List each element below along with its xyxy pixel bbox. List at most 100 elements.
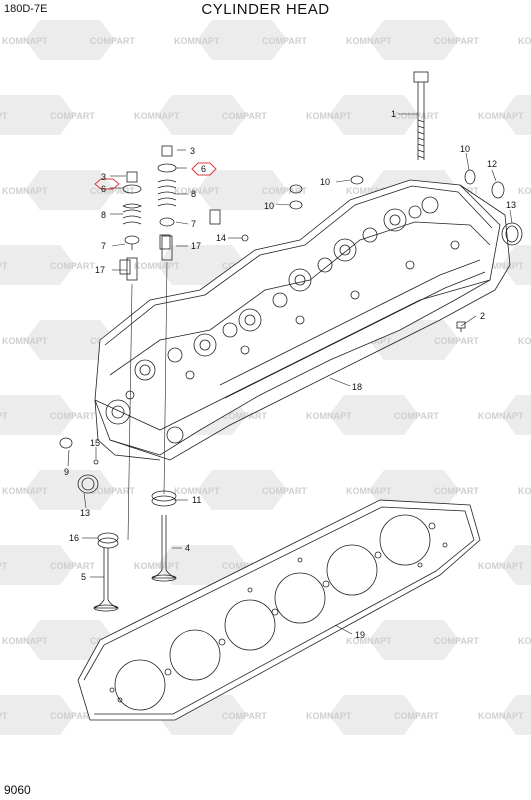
callout-19: 19 [355,630,365,640]
watermark-text: KOMNAPT [134,261,180,271]
watermark-text: KOMNAPT [2,486,48,496]
watermark-text: COMPART [222,111,267,121]
highlight-markers [94,162,217,190]
watermark-text: KOMNAPT [346,636,392,646]
watermark-text: COMPART [394,711,439,721]
callout-1: 1 [391,109,396,119]
watermark-text: COMPART [50,111,95,121]
callout-3-right: 3 [190,146,195,156]
watermark-text: KOMNAPT [478,711,524,721]
watermark-text: KOMNAPT [306,411,352,421]
watermark-text: KOMNAPT [478,111,524,121]
cylinder-head-block [94,179,511,461]
watermark-text: KOMNAPT [518,36,531,46]
watermark-text: KOMNAPT [478,561,524,571]
watermark-mark [0,695,75,735]
watermark-mark [0,545,75,585]
callout-10-left: 10 [264,201,274,211]
watermark-text: KOMNAPT [346,36,392,46]
callout-13-right: 13 [506,200,516,210]
watermark-text: KOMNAPT [134,561,180,571]
callout-16: 16 [69,533,79,543]
watermark-text: KOMNAPT [306,111,352,121]
watermark-mark [501,95,531,135]
watermark-mark [501,695,531,735]
watermark-mark [197,20,287,60]
head-bolt [413,71,429,160]
watermark-text: KOMNAPT [0,411,8,421]
valve-train-right [157,145,177,261]
pin-15 [93,459,99,465]
cap-13-left [77,474,99,494]
watermark-text: COMPART [262,36,307,46]
watermark-mark [0,245,75,285]
watermark-text: KOMNAPT [174,36,220,46]
watermark-text: KOMNAPT [0,561,8,571]
watermark-text: COMPART [222,561,267,571]
watermark-text: KOMNAPT [0,711,8,721]
callout-6-right: 6 [201,164,206,174]
watermark-text: COMPART [90,486,135,496]
watermark-mark [369,620,459,660]
watermark-text: COMPART [262,186,307,196]
watermark-text: COMPART [394,111,439,121]
watermark-text: KOMNAPT [2,336,48,346]
watermark-text: KOMNAPT [0,261,8,271]
watermark-text: COMPART [50,711,95,721]
watermark-mark [25,20,115,60]
callout-13-left: 13 [80,508,90,518]
watermark-mark [501,395,531,435]
exhaust-valve [93,548,119,612]
watermark-text: KOMNAPT [346,186,392,196]
pin-14 [241,234,249,242]
callout-labels: 1 2 3 3 4 5 6 6 7 7 8 8 9 10 10 10 11 12… [64,109,516,640]
callout-17-right: 17 [191,241,201,251]
callout-8-right: 8 [191,189,196,199]
watermark-mark [329,95,419,135]
seal-16 [97,532,119,549]
o-ring-9 [59,437,73,449]
page-title: CYLINDER HEAD [201,1,330,18]
watermark-text: KOMNAPT [518,186,531,196]
watermark-mark [0,95,75,135]
watermark-mark [369,470,459,510]
watermark-mark [0,395,75,435]
watermark-mark [25,170,115,210]
watermark-text: KOMNAPT [174,186,220,196]
watermark-text: KOMNAPT [306,711,352,721]
callout-17-left: 17 [95,265,105,275]
watermark-text: COMPART [90,186,135,196]
watermark-mark [25,620,115,660]
callout-9: 9 [64,467,69,477]
cap-13-right [501,222,523,246]
callout-10-mid: 10 [320,177,330,187]
watermark-text: KOMNAPT [478,261,524,271]
o-rings [289,169,476,210]
watermark-mark [501,545,531,585]
callout-15: 15 [90,438,100,448]
callout-7-left: 7 [101,241,106,251]
watermark-text: KOMNAPT [134,111,180,121]
watermark-text: COMPART [434,486,479,496]
watermark-mark [197,470,287,510]
screw-2 [456,321,466,332]
callout-7-right: 7 [191,219,196,229]
watermark-mark [157,545,247,585]
watermark-mark [25,320,115,360]
watermark-text: KOMNAPT [518,486,531,496]
model-code: 180D-7E [4,3,48,15]
watermark-text: COMPART [50,561,95,571]
side-bosses [119,209,460,400]
watermark-text: KOMNAPT [2,186,48,196]
watermark-text: COMPART [394,411,439,421]
watermark-text: COMPART [434,636,479,646]
watermark-mark [329,395,419,435]
callout-8-left: 8 [101,210,106,220]
watermark-text: COMPART [90,36,135,46]
watermark-text: COMPART [222,711,267,721]
watermark-text: COMPART [262,486,307,496]
valve-ports [134,196,439,381]
watermark-text: COMPART [50,261,95,271]
